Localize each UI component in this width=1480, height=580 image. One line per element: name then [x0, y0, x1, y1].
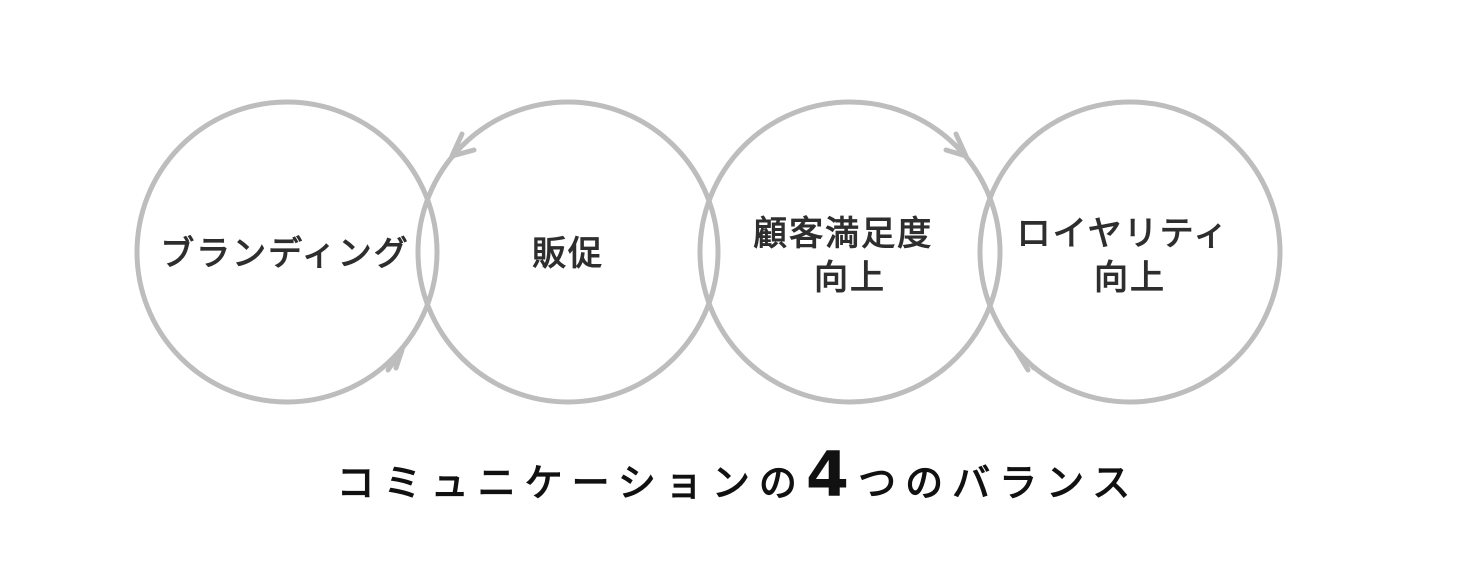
- node-label-customer-satisfaction: 顧客満足度 向上: [753, 214, 947, 298]
- circle-branding: [134, 99, 440, 405]
- node-label-sales-promotion: 販促: [532, 234, 604, 274]
- circle-customer-satisfaction: [697, 99, 1003, 405]
- arrow-head-icon: [385, 347, 405, 373]
- arrow-head-icon: [943, 131, 969, 159]
- caption-number: 4: [806, 438, 858, 511]
- arrow-head-icon: [1013, 347, 1037, 373]
- diagram-caption: コミュニケーションの4つのバランス: [337, 438, 1140, 511]
- caption-before: コミュニケーションの: [337, 461, 806, 505]
- circle-loyalty: [977, 99, 1283, 405]
- circle-sales-promotion: [415, 99, 721, 405]
- node-label-branding: ブランディング: [160, 234, 410, 274]
- node-label-loyalty: ロイヤリティ 向上: [1017, 214, 1244, 298]
- arrow-head-icon: [449, 131, 477, 159]
- caption-after: つのバランス: [858, 461, 1139, 505]
